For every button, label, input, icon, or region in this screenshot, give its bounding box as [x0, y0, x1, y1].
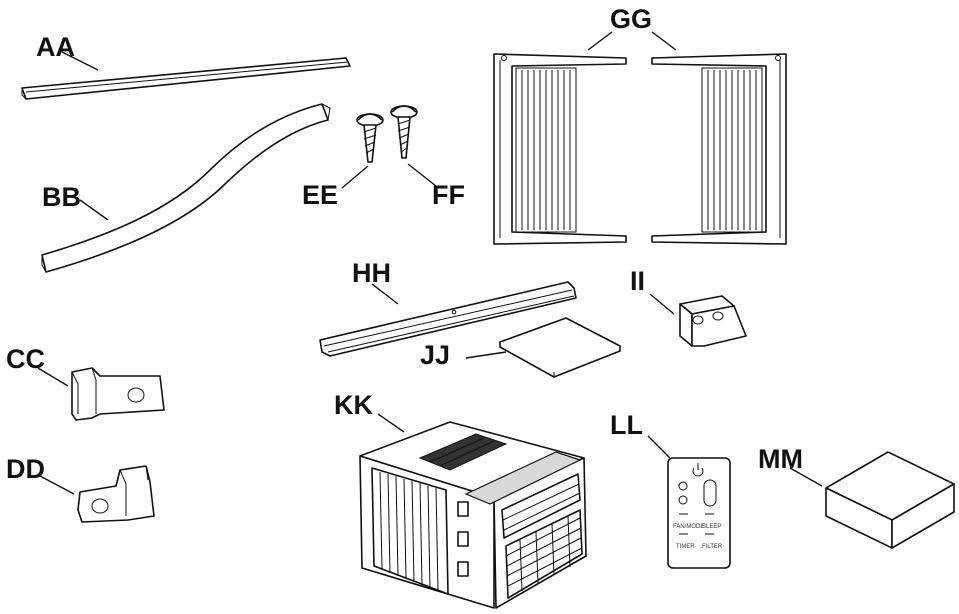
part-gg-side-panels: GG	[493, 4, 787, 245]
leader-kk	[377, 413, 405, 433]
label-kk: KK	[334, 390, 373, 420]
leader-ee	[341, 165, 369, 189]
remote-fan-mode: FAN/MODE	[673, 524, 704, 530]
part-aa-rail: AA	[21, 32, 351, 100]
remote-timer: TIMER	[676, 544, 695, 550]
fan-icon	[678, 481, 688, 491]
leader-dd	[39, 475, 75, 495]
part-mm-box: MM	[758, 444, 955, 549]
part-dd-bracket: DD	[6, 454, 155, 523]
label-dd: DD	[6, 454, 45, 484]
label-ll: LL	[610, 410, 643, 440]
leader-mm	[789, 467, 823, 487]
label-jj: JJ	[420, 340, 450, 370]
label-hh: HH	[352, 258, 391, 288]
leader-ff	[407, 163, 437, 187]
right-panel-pleats	[707, 70, 757, 230]
side-grille-slats	[379, 471, 439, 592]
part-hh-channel-rail: HH	[319, 258, 577, 357]
label-mm: MM	[758, 444, 803, 474]
part-cc-bracket: CC	[6, 344, 165, 421]
front-grille-mesh	[505, 515, 583, 592]
left-panel-pleats	[521, 70, 571, 230]
label-ff: FF	[432, 180, 465, 210]
leader-bb	[79, 199, 109, 221]
part-bb-foam-strip: BB	[41, 103, 331, 273]
leader-aa	[61, 51, 99, 71]
label-aa: AA	[36, 32, 75, 62]
leader-jj	[465, 351, 507, 359]
part-kk-air-conditioner: KK	[334, 390, 587, 609]
part-ll-remote-control: FAN/MODE SLEEP TIMER FILTER LL	[610, 410, 731, 569]
label-bb: BB	[42, 182, 81, 212]
front-grille	[505, 509, 583, 599]
leader-gg-left	[587, 31, 613, 51]
leader-ii	[649, 293, 675, 315]
part-ff-screw: FF	[390, 105, 465, 210]
label-gg: GG	[610, 4, 652, 34]
part-ii-l-bracket: II	[630, 266, 747, 347]
remote-sleep: SLEEP	[702, 524, 721, 530]
temp-rocker	[703, 479, 717, 507]
part-ee-screw: EE	[302, 113, 384, 210]
leader-gg-right	[651, 31, 677, 51]
leader-ll	[647, 435, 671, 459]
leader-cc	[37, 367, 69, 387]
label-cc: CC	[6, 344, 45, 374]
power-icon	[692, 463, 704, 477]
label-ee: EE	[302, 180, 338, 210]
leader-hh	[371, 283, 399, 305]
mode-button	[678, 495, 688, 505]
control-strip	[464, 451, 582, 505]
remote-filter: FILTER	[702, 544, 723, 550]
part-jj-seal-pad: JJ	[420, 317, 621, 378]
label-ii: II	[630, 266, 645, 296]
